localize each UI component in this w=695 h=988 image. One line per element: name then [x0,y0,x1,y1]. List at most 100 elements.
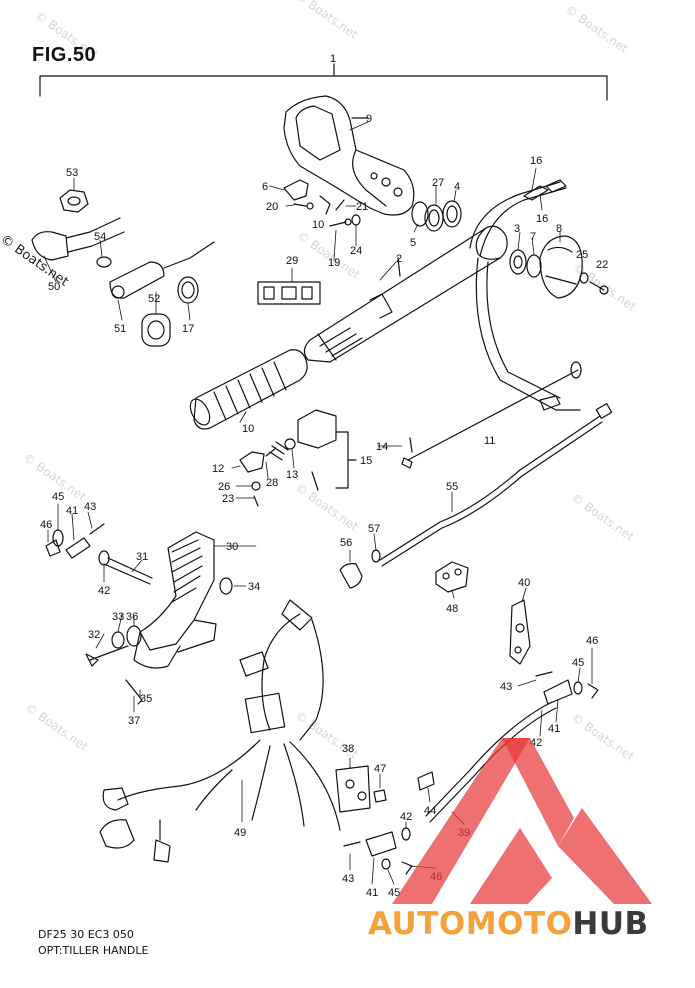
callout: 10 [312,219,324,231]
callout: 13 [286,469,298,481]
callout: 51 [114,323,126,335]
callout: 14 [376,441,388,453]
callout: 46 [40,519,52,531]
callout: 11 [484,435,495,447]
callout: 5 [410,237,416,249]
callout: 27 [432,177,444,189]
logo-word-hub: HUB [572,906,649,942]
tiller-grip [189,349,308,430]
ring-5 [411,201,429,227]
callout: 32 [88,629,100,641]
tiller-head-housing [283,95,415,216]
clip-45a [52,529,64,547]
callout: 55 [446,481,458,493]
bolt-43a [89,523,105,535]
callout: 10 [242,423,254,435]
holder-12 [239,451,265,473]
logo-word-auto: AUTO [368,906,466,942]
stop-cable [407,369,579,461]
ring-4 [442,200,462,228]
washer-7 [526,254,542,278]
callout: 3 [514,223,520,235]
screw-21 [335,199,345,211]
callout: 35 [140,693,152,705]
callout: 43 [500,681,512,693]
callout: 49 [234,827,246,839]
link-41a [65,537,91,559]
logo-word-moto: MOTO [465,906,573,942]
figure-name: OPT:TILLER HANDLE [38,944,149,957]
switch-box-15 [297,409,337,449]
callout: 45 [388,887,400,899]
callout: 20 [266,201,278,213]
washer-33 [111,631,125,649]
callout: 16 [536,213,548,225]
callout: 21 [356,201,368,213]
callout: 9 [366,113,372,125]
callout: 44 [424,805,436,817]
callout: 50 [48,281,60,293]
callout: 37 [128,715,140,727]
bolt-43b [535,671,553,677]
callout: 12 [212,463,224,475]
washer-54 [96,256,112,268]
cable-16 [469,181,561,249]
clip-46b [587,683,599,699]
callout: 56 [340,537,352,549]
callout: 16 [530,155,542,167]
callout: 36 [126,611,138,623]
holder-48 [435,561,469,593]
callout: 15 [360,455,372,467]
grommet-56 [339,563,363,589]
cable-55 [379,415,601,561]
screw-47 [373,789,387,803]
cap-52 [141,313,171,347]
bracket-6 [283,179,309,201]
callout: 45 [52,491,64,503]
washer-3 [509,249,527,275]
rod-31 [103,563,151,585]
callout: 41 [66,505,78,517]
link-41c [365,831,397,857]
callout: 57 [368,523,380,535]
callout: 8 [556,223,562,235]
clip-46a [45,539,61,557]
callout: 41 [366,887,378,899]
callout: 29 [286,255,298,267]
callout: 17 [182,323,194,335]
callout: 40 [518,577,530,589]
throttle-cap [539,235,583,299]
pin-35 [125,679,143,705]
pin-14 [409,437,413,453]
callout: 25 [576,249,588,261]
screw-22 [589,281,605,291]
callout: 31 [136,551,148,563]
callout: 46 [586,635,598,647]
callout: 41 [548,723,560,735]
decal-29 [257,281,321,305]
figure-code: DF25 30 EC3 050 [38,928,134,941]
callout: 47 [374,763,386,775]
callout: 1 [330,53,336,65]
callout: 28 [266,477,278,489]
callout: 43 [84,501,96,513]
screw-19 [329,221,347,227]
automotohub-logo-text: AUTOMOTOHUB [368,906,649,942]
washer-24 [351,214,361,226]
plate-38 [335,765,371,813]
callout: 30 [226,541,238,553]
callout: 4 [454,181,460,193]
washer-45b [573,681,583,695]
link-41b [543,679,573,705]
callout: 42 [98,585,110,597]
callout: 6 [262,181,268,193]
callout: 38 [342,743,354,755]
bracket-30 [133,531,217,669]
screw-13b [311,471,319,491]
bolt-32 [89,645,129,661]
ball-26 [251,481,261,491]
callout: 43 [342,873,354,885]
clip-10b [319,195,331,215]
callout: 22 [596,259,608,271]
